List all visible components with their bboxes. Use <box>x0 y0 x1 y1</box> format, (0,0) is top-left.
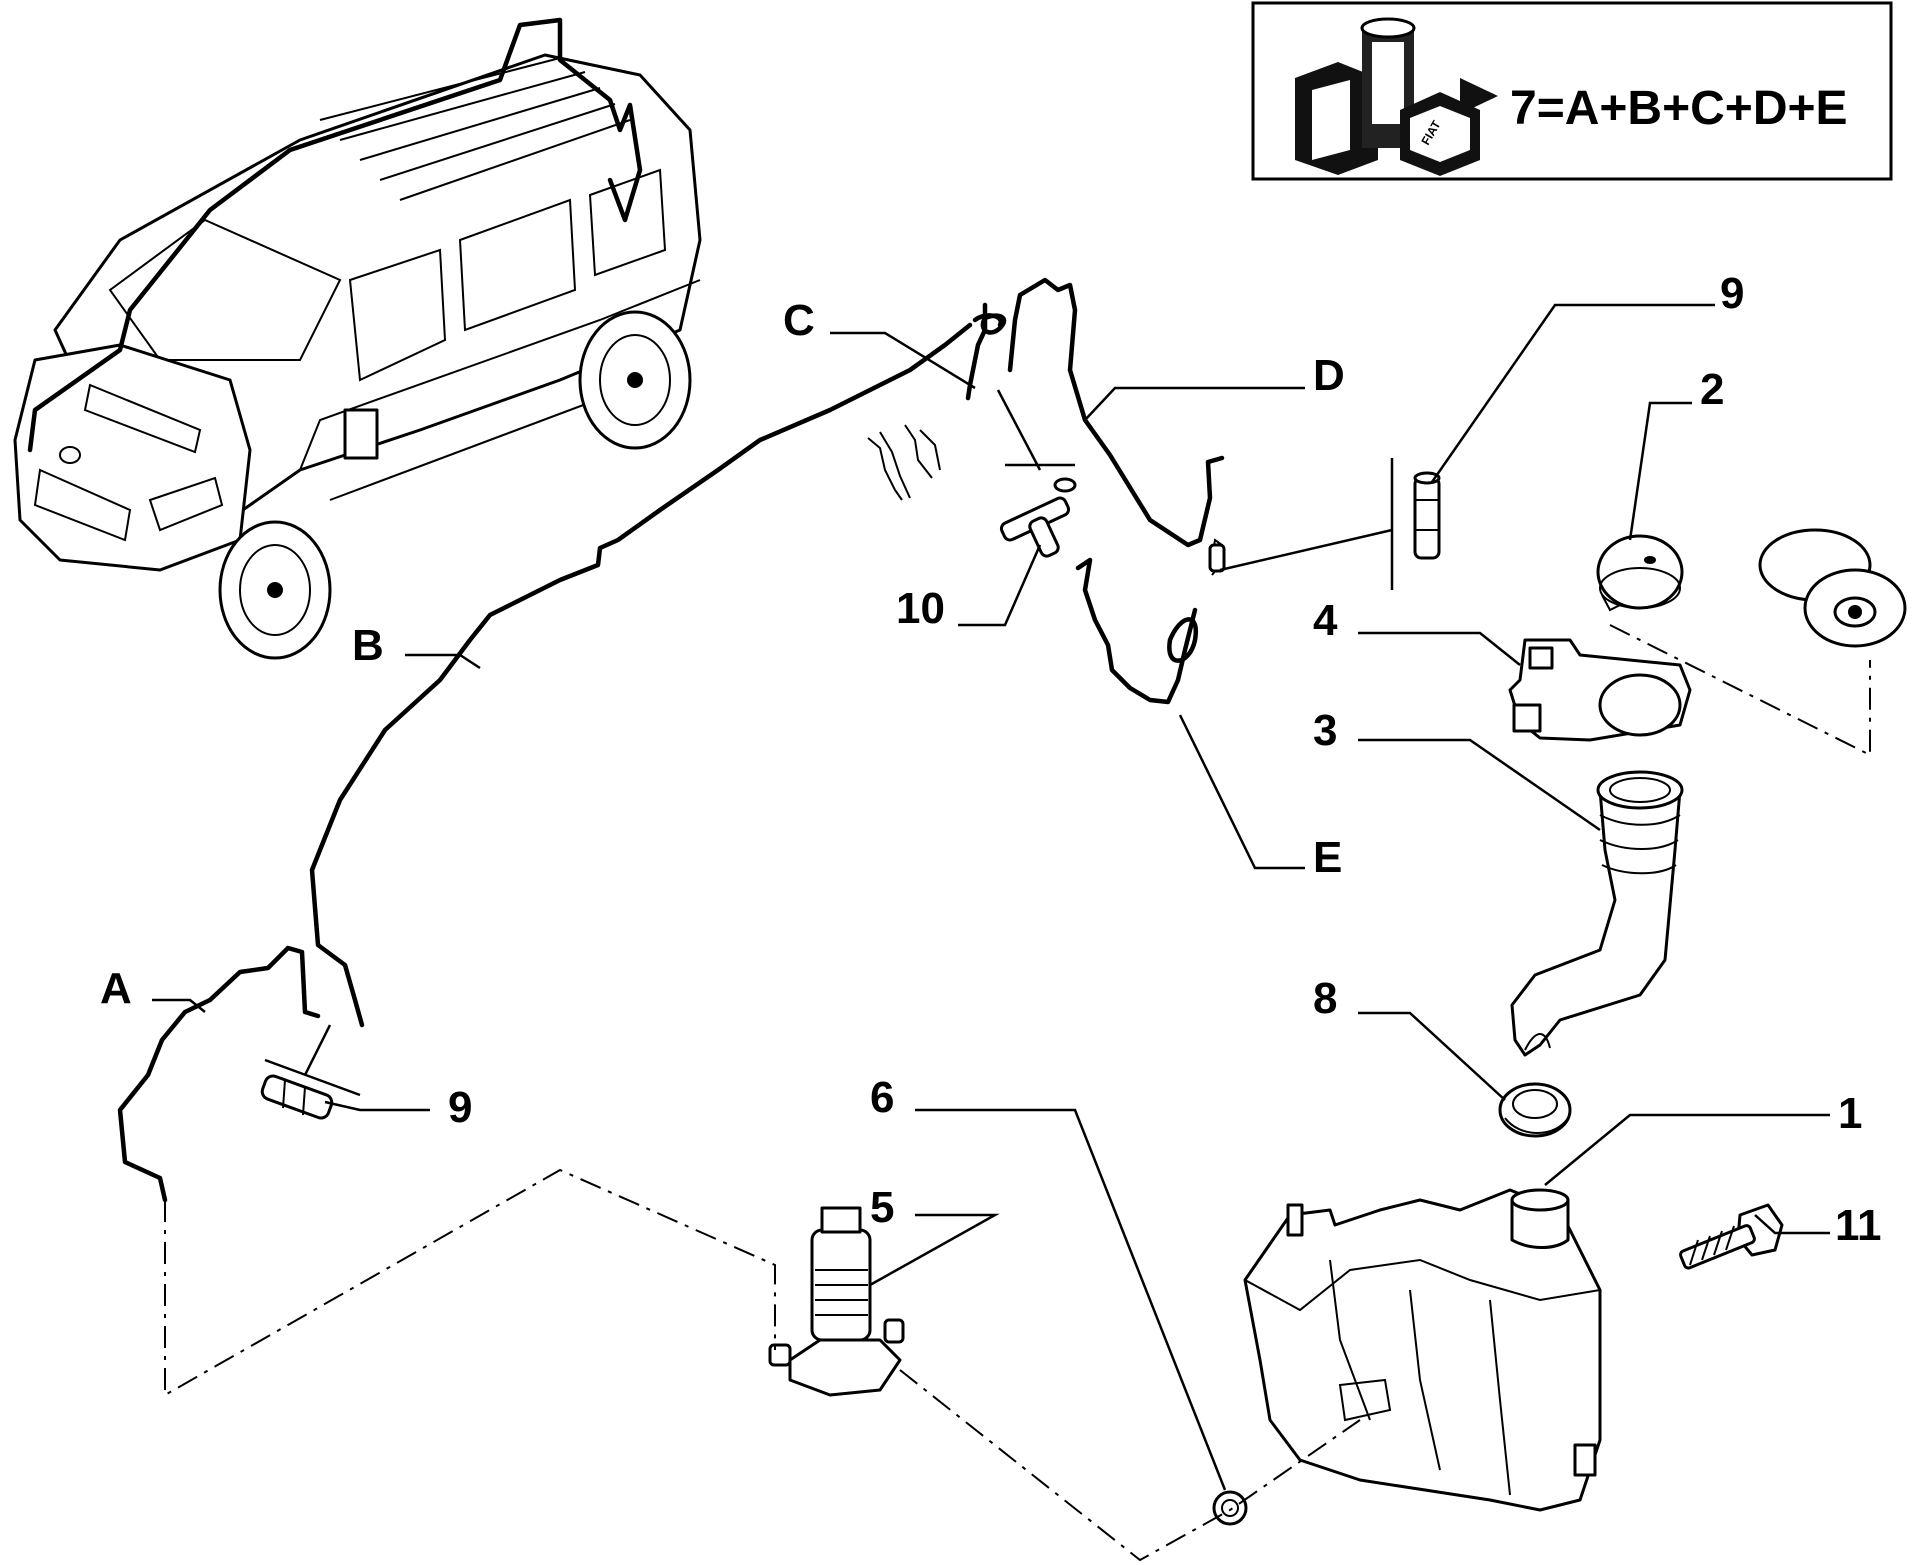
hose-c-top <box>972 313 1003 328</box>
hose-loose <box>867 424 941 501</box>
label-part-3: 3 <box>1313 706 1337 755</box>
label-E: E <box>1313 833 1342 882</box>
label-part-4: 4 <box>1313 596 1338 645</box>
kit-box: FIAT 7=A+B+C+D+E <box>1251 1 1893 181</box>
assembly-lines <box>164 624 1871 1562</box>
kit-formula: 7=A+B+C+D+E <box>1510 82 1848 135</box>
label-part-9-upper: 9 <box>1720 269 1744 318</box>
part-9-upper <box>1413 471 1441 560</box>
hose-d <box>1007 277 1225 548</box>
label-part-9-lower: 9 <box>448 1083 472 1132</box>
part-5-pump <box>768 1206 905 1397</box>
part-11-bolt <box>1679 1203 1784 1270</box>
hose-b <box>309 322 973 1028</box>
label-C: C <box>783 296 815 345</box>
leader-lines <box>152 303 1830 1491</box>
part-9-connector-upper <box>1208 543 1226 573</box>
part-8-grommet <box>1498 1082 1572 1138</box>
hose-e <box>1075 557 1199 705</box>
cap-alternative <box>1758 528 1907 648</box>
label-part-10: 10 <box>896 584 945 633</box>
part-1-reservoir <box>1243 1188 1602 1512</box>
label-part-6: 6 <box>870 1073 894 1122</box>
label-B: B <box>352 621 384 670</box>
part-4-bracket <box>1508 638 1692 742</box>
label-D: D <box>1313 351 1345 400</box>
fiat-kit-icon: FIAT <box>1295 17 1498 176</box>
label-part-11: 11 <box>1835 1201 1882 1250</box>
part-6-grommet <box>1212 1490 1248 1526</box>
part-9-lower <box>260 1074 334 1120</box>
van-illustration <box>13 17 702 660</box>
label-part-2: 2 <box>1700 365 1724 414</box>
part-3-filler-neck <box>1510 770 1684 1057</box>
label-A: A <box>100 964 132 1013</box>
part-10-t-connector <box>999 477 1077 558</box>
hose-a <box>117 945 321 1203</box>
label-part-1: 1 <box>1838 1089 1862 1138</box>
label-part-5: 5 <box>870 1183 894 1232</box>
label-part-8: 8 <box>1313 974 1337 1023</box>
part-2-cap <box>1596 534 1684 612</box>
